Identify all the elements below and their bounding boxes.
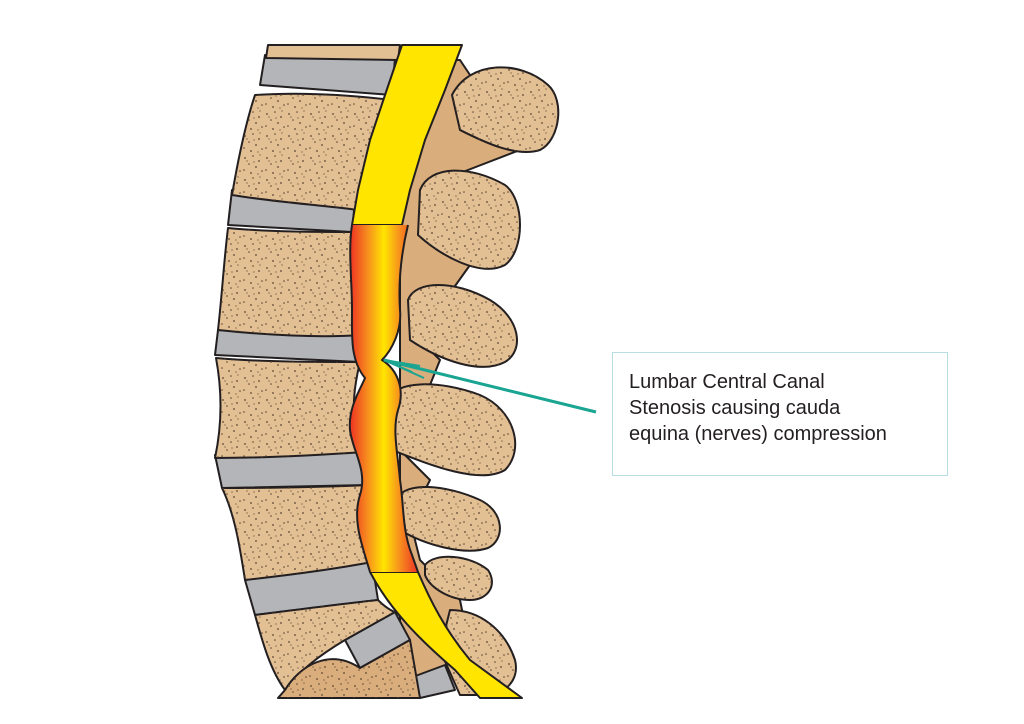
spinous-process-1-texture: [452, 67, 559, 152]
spinous-process-5-texture: [398, 486, 500, 551]
vertebral-body-5-texture: [255, 600, 395, 690]
annotation-line-1: Lumbar Central Canal: [629, 371, 825, 393]
stenosis-compression-zone: [349, 225, 418, 572]
vertebral-body-4-texture: [222, 485, 372, 580]
annotation-line-2: Stenosis causing cauda: [629, 397, 841, 419]
spinous-process-2-texture: [418, 170, 520, 269]
vertebral-body-top: [265, 44, 401, 61]
spinal-canal-lower: [369, 571, 523, 699]
vertebral-body-3-texture: [215, 358, 365, 458]
spinous-process-3-texture: [408, 285, 517, 367]
disc-1: [259, 54, 396, 96]
sacral-process-texture: [425, 556, 492, 600]
pointer-arrow: [383, 358, 597, 414]
vertebral-body-2-texture: [218, 228, 362, 337]
sacrum-body-texture: [278, 640, 420, 698]
vertebral-body-1-texture: [232, 93, 392, 210]
spinous-process-4-texture: [388, 384, 516, 476]
annotation-callout: Lumbar Central Canal Stenosis causing ca…: [612, 352, 948, 476]
annotation-line-3: equina (nerves) compression: [629, 423, 887, 445]
